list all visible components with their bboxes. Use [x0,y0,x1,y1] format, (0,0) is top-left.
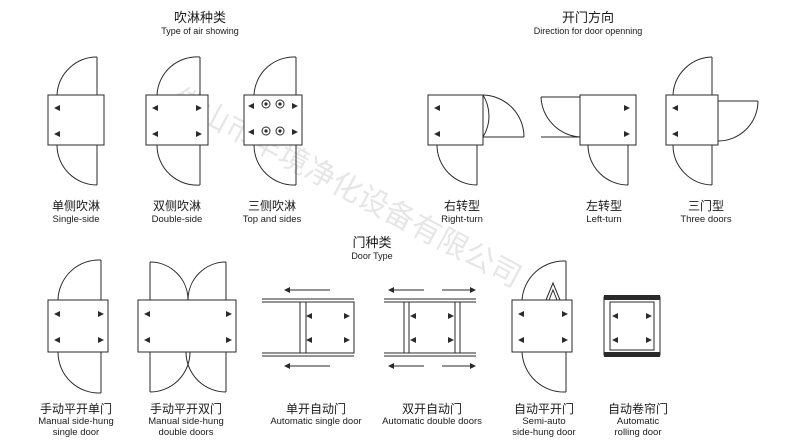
auto-double-label: 双开自动门 [402,401,462,416]
top-sides-diagram [243,56,303,186]
three-doors-label-en: Three doors [680,214,731,225]
section-subtitle-air-showing: Type of air showing [161,26,239,36]
single-side-diagram [47,56,105,186]
section-subtitle-door-type: Door Type [351,251,392,261]
right-turn-label-en: Right-turn [441,214,483,225]
auto-single-door-diagram [262,287,355,369]
manual-single-label-en2: single door [53,427,99,438]
three-doors-label: 三门型 [688,198,724,213]
left-turn-label: 左转型 [586,198,622,213]
three-doors-diagram [665,56,759,186]
auto-single-label-en1: Automatic single door [270,416,361,427]
section-subtitle-door-opening: Direction for door openning [534,26,643,36]
double-side-diagram [145,56,209,186]
manual-single-door-diagram [47,259,109,394]
rolling-label-en1: Automatic [617,416,659,427]
auto-double-label-en1: Automatic double doors [382,416,482,427]
manual-single-label: 手动平开单门 [40,401,112,416]
manual-double-label: 手动平开双门 [150,401,222,416]
manual-double-door-diagram [137,261,237,393]
section-title-door-opening: 开门方向 [562,10,614,26]
manual-double-label-en2: double doors [159,427,214,438]
rolling-label: 自动卷帘门 [608,401,668,416]
single-side-label: 单侧吹淋 [52,199,100,213]
semi-auto-door-diagram [511,260,573,393]
right-turn-label: 右转型 [444,198,480,213]
manual-double-label-en1: Manual side-hung [148,416,224,427]
top-sides-label: 三侧吹淋 [248,199,296,213]
semi-auto-label-en2: side-hung door [512,427,575,438]
auto-single-label: 单开自动门 [286,401,346,416]
rolling-door-diagram [603,295,661,357]
top-sides-label-en: Top and sides [243,214,302,225]
right-turn-diagram [427,94,525,186]
single-side-label-en: Single-side [53,214,100,225]
section-title-air-showing: 吹淋种类 [174,11,226,26]
manual-single-label-en1: Manual side-hung [38,416,114,427]
auto-double-door-diagram [384,287,476,369]
left-turn-diagram [540,94,637,186]
rolling-label-en2: rolling door [615,427,662,438]
semi-auto-label-en1: Semi-auto [522,416,565,427]
double-side-label: 双侧吹淋 [153,199,201,213]
semi-auto-label: 自动平开门 [514,401,574,416]
left-turn-label-en: Left-turn [586,214,621,225]
double-side-label-en: Double-side [152,214,203,225]
section-title-door-type: 门种类 [352,236,391,251]
